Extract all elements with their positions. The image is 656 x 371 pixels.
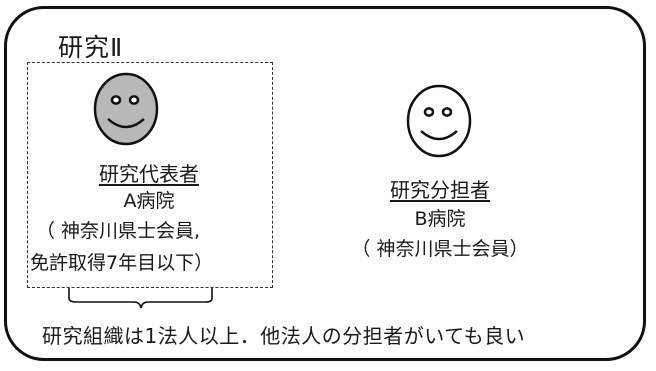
leader-role-label: 研究代表者 (99, 162, 199, 186)
member-smiley-icon (406, 84, 472, 158)
footer-note: 研究組織は1法人以上．他法人の分担者がいても良い (42, 324, 526, 348)
leader-hospital: A病院 (123, 190, 175, 212)
member-face-circle (406, 84, 472, 158)
leader-mouth (107, 118, 145, 129)
member-right-eye (441, 107, 453, 117)
member-role-label: 研究分担者 (390, 178, 490, 202)
leader-detail-2: 免許取得7年目以下） (30, 252, 214, 274)
leader-detail-1: （ 神奈川県士会員, (36, 220, 201, 242)
member-detail-1: （ 神奈川県士会員） (351, 238, 529, 260)
leader-bracket (68, 288, 213, 309)
leader-left-eye (110, 95, 122, 105)
diagram-title: 研究Ⅱ (58, 33, 124, 62)
member-hospital: B病院 (414, 208, 466, 230)
diagram-frame (4, 6, 646, 361)
member-left-eye (423, 107, 435, 117)
leader-smiley-icon (93, 72, 159, 146)
leader-dashed-box (27, 62, 273, 288)
leader-face-circle (93, 72, 159, 146)
member-mouth (420, 130, 458, 141)
leader-right-eye (128, 95, 140, 105)
